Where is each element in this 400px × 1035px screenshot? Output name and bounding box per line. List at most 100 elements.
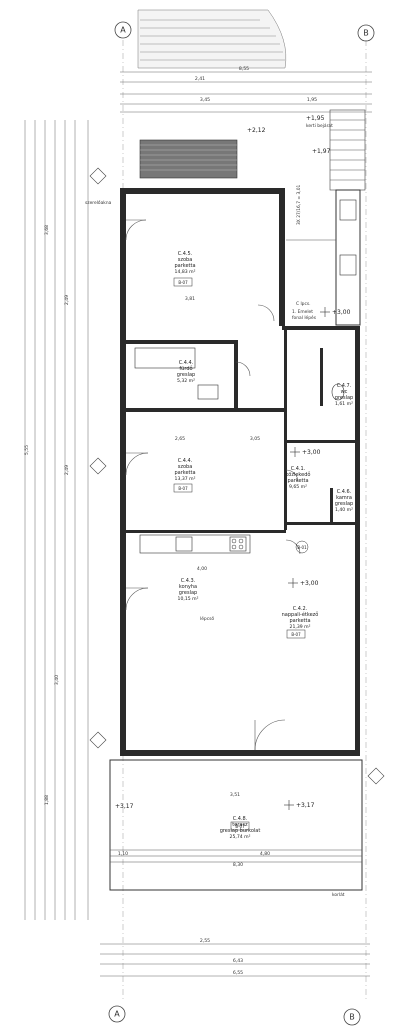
room-label-c47: C.4.7. wc greslap 1,61 m² — [335, 383, 353, 407]
svg-text:C.4.2.: C.4.2. — [293, 606, 308, 612]
dim-left-4: 5,55 — [24, 445, 30, 455]
svg-text:1,61 m²: 1,61 m² — [335, 401, 353, 407]
svg-text:parketta: parketta — [289, 618, 310, 624]
axis-bubble-a-bottom: A — [108, 1005, 126, 1023]
svg-text:1,40 m²: 1,40 m² — [335, 507, 353, 513]
floor-code-tag-1: B-07 — [173, 277, 193, 287]
level-marker-upper: +3,00 — [320, 307, 351, 317]
dim-top-a: 2,41 — [195, 76, 205, 82]
room-label-c42: C.4.2. nappali-étkező parketta 21,39 m² — [282, 606, 319, 630]
dim-left-2: 2,49 — [64, 295, 70, 305]
dim-top-c: 1,95 — [307, 97, 317, 103]
label-egyes: 1. Emelet — [292, 309, 313, 315]
section-marker-left-2 — [89, 457, 107, 475]
svg-text:nappali-étkező: nappali-étkező — [282, 611, 319, 618]
label-fonal: fonal lépés — [292, 314, 317, 321]
dim-terrace-w: 3,51 — [230, 792, 240, 798]
svg-text:C.4.4.: C.4.4. — [178, 458, 193, 464]
svg-text:greslap: greslap — [179, 590, 197, 596]
label-ujjles: C lpcs. — [296, 301, 311, 307]
svg-text:B-07: B-07 — [178, 280, 188, 285]
dim-left-1: 3,68 — [44, 225, 50, 235]
dim-left-5: 3,40 — [54, 675, 60, 685]
dim-bottom-c: 1,10 — [118, 851, 128, 857]
dim-bottom-e: 4,80 — [260, 851, 270, 857]
svg-text:parketta: parketta — [174, 263, 195, 269]
door-tag-b01: B-01 — [295, 540, 309, 554]
svg-text:+3,00: +3,00 — [302, 449, 321, 456]
dim-left-6: 1,88 — [44, 795, 50, 805]
svg-text:greslap burkolat: greslap burkolat — [220, 828, 261, 834]
svg-text:fürdő: fürdő — [179, 366, 192, 372]
left-dimension-lines — [24, 120, 89, 920]
dim-room-width-2: 2,65 — [175, 436, 185, 442]
axis-bubble-a-top: A — [114, 21, 132, 39]
svg-text:10,15 m²: 10,15 m² — [178, 596, 199, 602]
dim-room-width: 3,81 — [185, 296, 195, 302]
svg-text:A: A — [114, 1010, 120, 1019]
svg-text:konyha: konyha — [179, 584, 197, 590]
level-marker-living: +3,00 — [288, 578, 319, 588]
label-kon: korlát — [332, 891, 345, 898]
svg-text:greslap: greslap — [335, 501, 353, 507]
interior-walls — [126, 330, 355, 533]
svg-text:C.4.3.: C.4.3. — [181, 578, 196, 584]
svg-text:greslap: greslap — [335, 395, 353, 401]
stair-grate — [139, 139, 238, 179]
section-marker-left-3 — [89, 731, 107, 749]
dim-bottom-total: 6,55 — [233, 970, 243, 976]
svg-text:B-07: B-07 — [178, 486, 188, 491]
label-kerti-bejarat: kerti bejárat — [306, 122, 333, 129]
axis-bubble-b-bottom: B — [343, 1008, 361, 1026]
room-label-c43: C.4.3. konyha greslap 10,15 m² — [178, 578, 199, 602]
label-lepcso: lépcső — [200, 615, 214, 622]
label-sz: szerelőakna — [85, 200, 112, 206]
svg-text:B: B — [349, 1013, 355, 1022]
level-top-right: +2,12 — [247, 127, 266, 134]
level-marker-hall: +3,00 — [290, 447, 321, 457]
axis-bubble-b-top: B — [357, 24, 375, 42]
floor-code-tag-2: B-07 — [173, 483, 193, 493]
dim-bottom-a: 2,55 — [200, 938, 210, 944]
svg-text:C.4.5.: C.4.5. — [178, 251, 193, 257]
svg-text:9,65 m²: 9,65 m² — [289, 484, 307, 490]
svg-text:közlekedő: közlekedő — [286, 472, 311, 478]
level-stair-mid: +1,95 — [306, 115, 325, 122]
bathroom-fixtures — [134, 347, 345, 401]
room-label-c44-bath: C.4.4. fürdő greslap 5,32 m² — [177, 360, 195, 384]
room-label-c45: C.4.5. szoba parketta 14,83 m² — [174, 251, 195, 275]
svg-text:5,32 m²: 5,32 m² — [177, 378, 195, 384]
svg-text:B-07: B-07 — [235, 824, 245, 829]
room-label-c48: C.4.8. terasz greslap burkolat 25,74 m² — [220, 816, 261, 840]
svg-text:C.4.7.: C.4.7. — [337, 383, 352, 389]
dim-top-total: 8,55 — [239, 66, 249, 72]
svg-text:C.4.1.: C.4.1. — [291, 466, 306, 472]
svg-text:B-01: B-01 — [297, 545, 307, 550]
dim-top-b: 3,45 — [200, 97, 210, 103]
room-label-c44-room: C.4.4. szoba parketta 13,37 m² — [174, 458, 195, 482]
svg-text:B-07: B-07 — [291, 632, 301, 637]
section-marker-left-1 — [89, 167, 107, 185]
dim-mid-a: 3,05 — [250, 436, 260, 442]
level-marker-terrace: +3,17 — [284, 800, 315, 810]
svg-text:+3,17: +3,17 — [296, 802, 315, 809]
svg-text:C.4.8.: C.4.8. — [233, 816, 248, 822]
dim-bottom-d: 8,30 — [233, 862, 243, 868]
svg-text:B: B — [363, 29, 369, 38]
level-marker-terrace-left: +3,17 — [115, 803, 134, 810]
svg-text:parketta: parketta — [287, 478, 308, 484]
svg-text:wc: wc — [341, 389, 348, 395]
svg-text:C.4.6.: C.4.6. — [337, 489, 352, 495]
svg-text:C.4.4.: C.4.4. — [179, 360, 194, 366]
door-swings — [125, 219, 301, 751]
room-label-c46: C.4.6. kamra greslap 1,40 m² — [335, 489, 353, 513]
terrace-outline — [109, 759, 363, 891]
garden-entrance-stair — [329, 109, 366, 191]
dim-left-3: 2,49 — [64, 465, 70, 475]
svg-text:greslap: greslap — [177, 372, 195, 378]
svg-text:25,74 m²: 25,74 m² — [230, 834, 251, 840]
room-label-c41: C.4.1. közlekedő parketta 9,65 m² — [286, 466, 311, 490]
svg-text:szoba: szoba — [178, 257, 193, 263]
svg-text:parketta: parketta — [174, 470, 195, 476]
svg-text:szoba: szoba — [178, 464, 193, 470]
